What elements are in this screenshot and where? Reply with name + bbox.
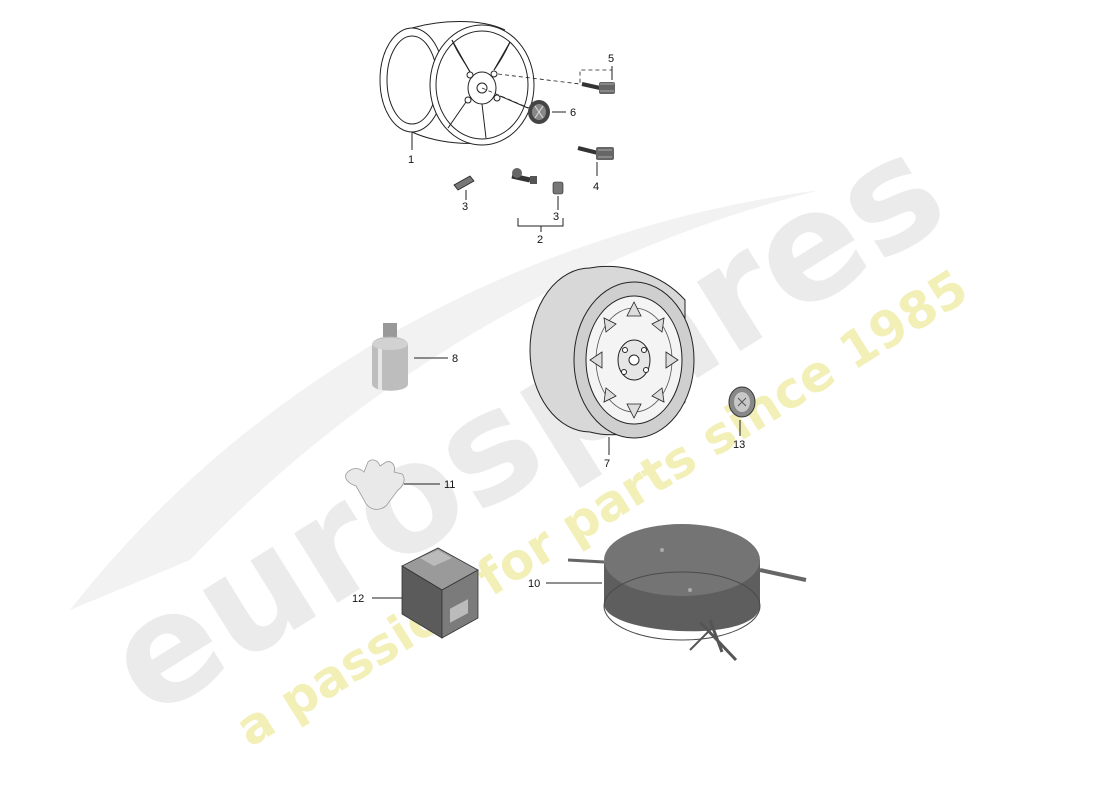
valve-cap-icon — [453, 175, 475, 191]
callout-5: 5 — [608, 53, 614, 65]
callout-labels: 1 5 6 4 3 3 2 8 7 13 11 12 10 — [352, 53, 745, 605]
watermark-swoosh — [70, 190, 820, 610]
hub-cap-icon — [528, 100, 550, 124]
callout-4: 4 — [593, 181, 599, 193]
wheel-bolt-icon — [581, 82, 615, 94]
spare-wheel-icon — [529, 265, 695, 439]
callout-12: 12 — [352, 593, 364, 605]
callout-8: 8 — [452, 353, 458, 365]
dash-hub — [481, 87, 530, 109]
watermark: eurospares a passion for parts since 198… — [70, 100, 978, 758]
callout-7: 7 — [604, 458, 610, 470]
dash-bolt-5 — [497, 69, 612, 85]
valve-assembly-icon — [511, 168, 537, 184]
callout-1: 1 — [408, 154, 414, 166]
watermark-brand: eurospares — [77, 100, 974, 750]
compressor-box-icon — [401, 547, 479, 639]
callout-3a: 3 — [462, 201, 468, 213]
glove-icon — [345, 459, 405, 510]
callout-3b: 3 — [553, 211, 559, 223]
callout-13: 13 — [733, 439, 745, 451]
callout-2: 2 — [537, 234, 543, 246]
callout-10: 10 — [528, 578, 540, 590]
emblem-icon — [728, 386, 756, 418]
callout-6: 6 — [570, 107, 576, 119]
wheel-bolt-icon — [577, 146, 614, 160]
wheel-bag-icon — [567, 524, 807, 662]
valve-cap-icon — [552, 181, 564, 195]
sealant-bottle-icon — [372, 323, 408, 391]
alloy-wheel-icon — [379, 21, 535, 146]
callout-11: 11 — [444, 479, 455, 491]
